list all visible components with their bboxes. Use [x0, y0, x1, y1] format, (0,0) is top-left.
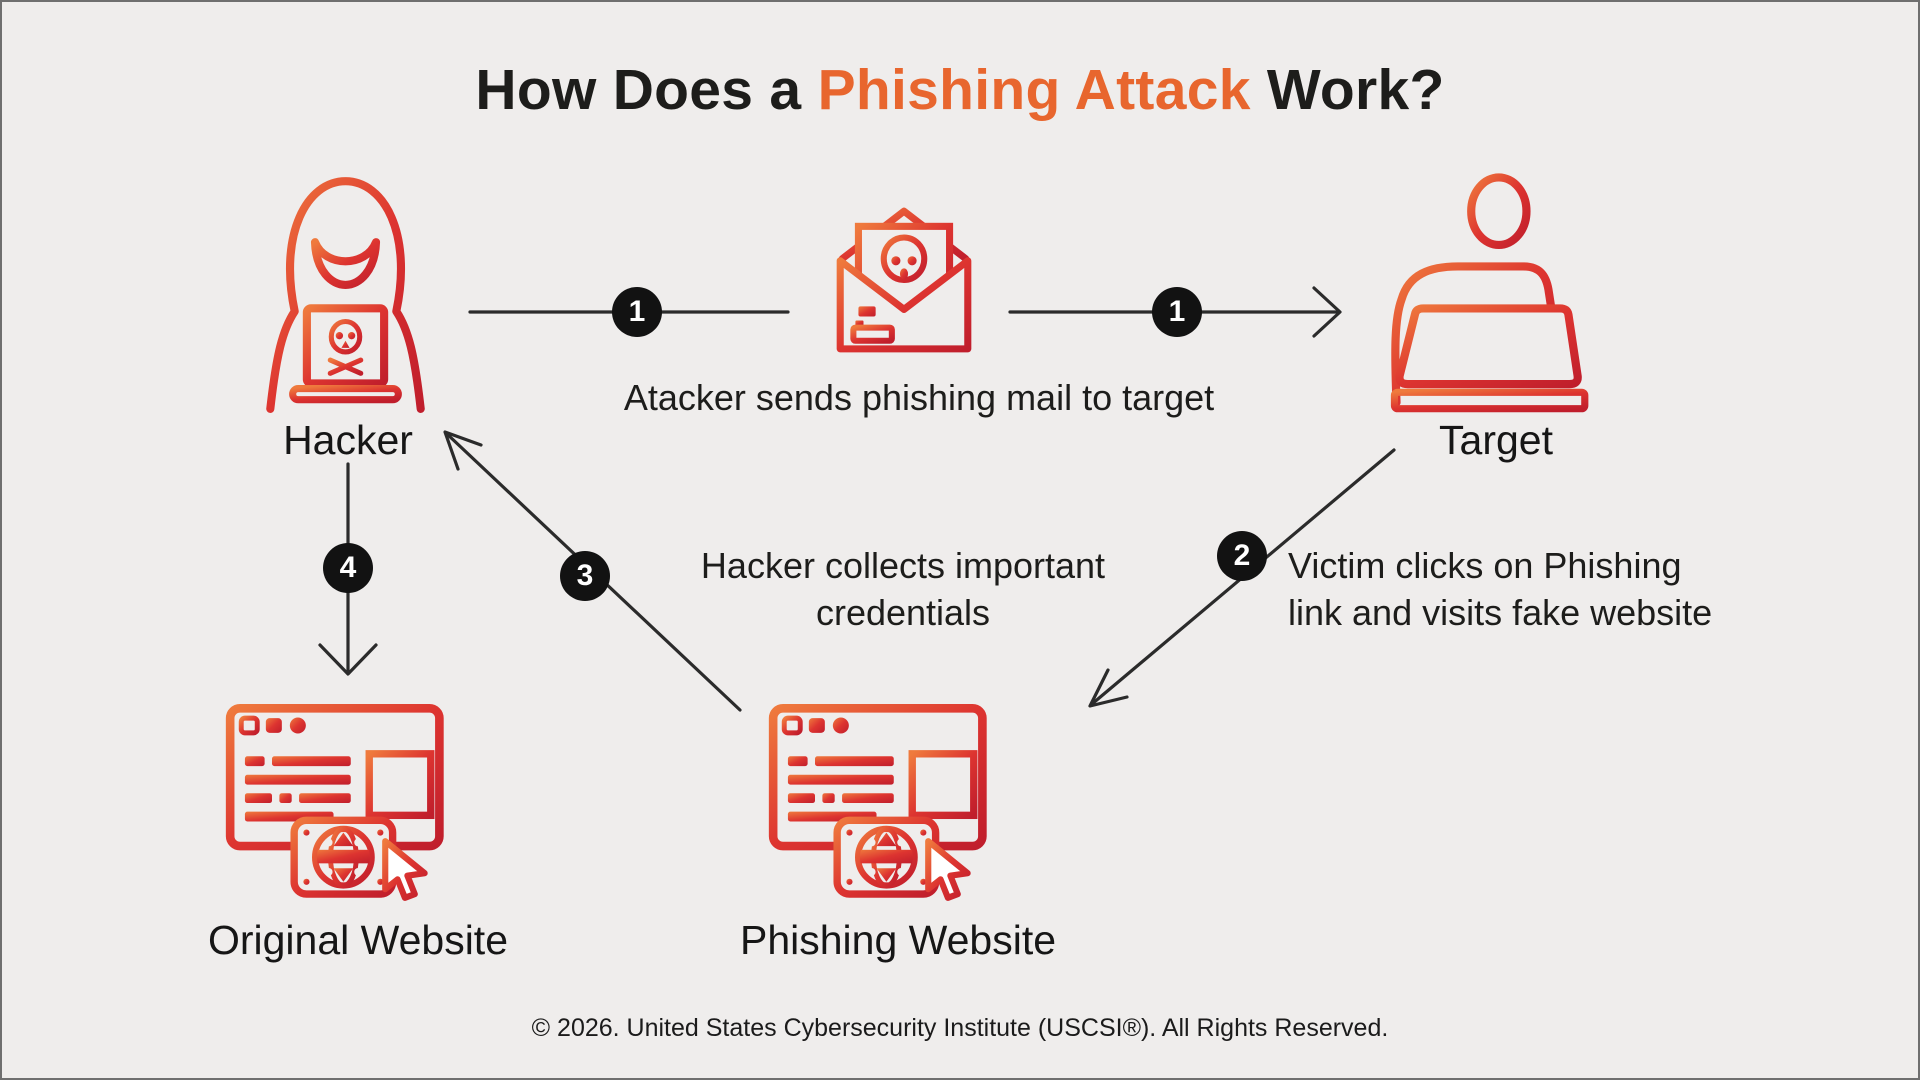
step2-caption: Victim clicks on Phishing link and visit… [1288, 545, 1713, 633]
step-badge-2: 2 [1217, 531, 1267, 581]
step-badge-1-left: 1 [612, 287, 662, 337]
phishing-email-icon [836, 207, 972, 353]
arrowhead-step2 [1088, 668, 1129, 708]
step-badge-4: 4 [323, 543, 373, 593]
cursor-icon [925, 838, 971, 901]
title-suffix: Work? [1266, 58, 1445, 122]
step3-caption: Hacker collects important credentials [700, 545, 1106, 633]
title-highlight: Phishing Attack [817, 58, 1251, 122]
step-badge-1-right: 1 [1152, 287, 1202, 337]
phishing-website-icon [768, 703, 987, 901]
step1-caption: Atacker sends phishing mail to target [623, 377, 1215, 418]
original-website-icon [225, 703, 444, 901]
hacker-label: Hacker [283, 417, 413, 463]
skull-icon [880, 234, 928, 284]
hacker-icon [266, 177, 425, 413]
step-badge-3: 3 [560, 551, 610, 601]
copyright-text: © 2026. United States Cybersecurity Inst… [531, 1014, 1389, 1042]
phishing-website-label: Phishing Website [739, 917, 1057, 963]
target-label: Target [1439, 417, 1553, 463]
original-website-label: Original Website [207, 917, 509, 963]
arrowhead-step4 [318, 643, 378, 676]
arrowhead-step3 [443, 430, 483, 471]
page-title: How Does a Phishing Attack Work? [2, 57, 1918, 123]
arrowhead-step1 [1312, 286, 1342, 338]
title-prefix: How Does a [475, 58, 802, 122]
cursor-icon [382, 838, 428, 901]
target-icon [1390, 173, 1589, 413]
